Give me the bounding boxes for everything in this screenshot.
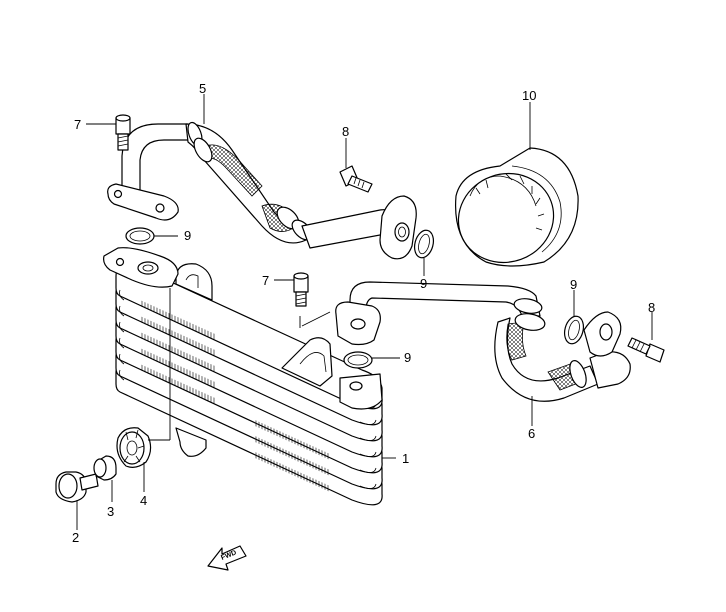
cooler-bottom-bracket bbox=[175, 427, 207, 457]
spacer-3 bbox=[93, 455, 117, 481]
bolt-8-upper bbox=[339, 165, 373, 193]
callout-6: 6 bbox=[528, 426, 535, 441]
callout-3: 3 bbox=[107, 504, 114, 519]
leader-lines bbox=[76, 94, 653, 530]
callout-9-upper-left: 9 bbox=[184, 228, 191, 243]
o-ring-lower-right bbox=[563, 315, 585, 345]
callout-8-lower: 8 bbox=[648, 300, 655, 315]
oil-hose-lower bbox=[335, 281, 631, 402]
bolt-8-lower bbox=[627, 337, 665, 363]
oil-hose-upper bbox=[107, 121, 417, 260]
callout-labels: 1 2 3 4 5 6 7 7 8 8 9 9 9 9 10 bbox=[72, 81, 655, 545]
callout-9-lower-right: 9 bbox=[570, 277, 577, 292]
callout-2: 2 bbox=[72, 530, 79, 545]
oil-filter bbox=[454, 147, 579, 267]
bolt-2 bbox=[55, 471, 99, 503]
cooler-inlet-flange bbox=[103, 247, 179, 288]
o-ring-upper-left bbox=[125, 227, 155, 245]
callout-7-upper: 7 bbox=[74, 117, 81, 132]
callout-4: 4 bbox=[140, 493, 147, 508]
callout-8-upper: 8 bbox=[342, 124, 349, 139]
callout-9-upper-right: 9 bbox=[420, 276, 427, 291]
callout-7-lower: 7 bbox=[262, 273, 269, 288]
callout-10: 10 bbox=[522, 88, 536, 103]
cooler-top-bracket-middle bbox=[281, 337, 333, 387]
grommet-4 bbox=[116, 427, 152, 468]
bolt-7-lower bbox=[293, 272, 309, 307]
upper-hose-flange bbox=[107, 183, 179, 221]
bolt-7-upper bbox=[115, 114, 131, 151]
o-ring-middle bbox=[343, 351, 373, 369]
callout-9-middle: 9 bbox=[404, 350, 411, 365]
cooler-outlet-boss bbox=[339, 373, 383, 410]
cooler-fins bbox=[140, 300, 330, 492]
callout-5: 5 bbox=[199, 81, 206, 96]
forward-direction-arrow: FWD bbox=[207, 545, 247, 571]
callout-1: 1 bbox=[402, 451, 409, 466]
cooler-top-bracket-left bbox=[175, 263, 213, 301]
o-ring-upper-right bbox=[413, 229, 435, 259]
oil-cooler bbox=[103, 247, 383, 506]
